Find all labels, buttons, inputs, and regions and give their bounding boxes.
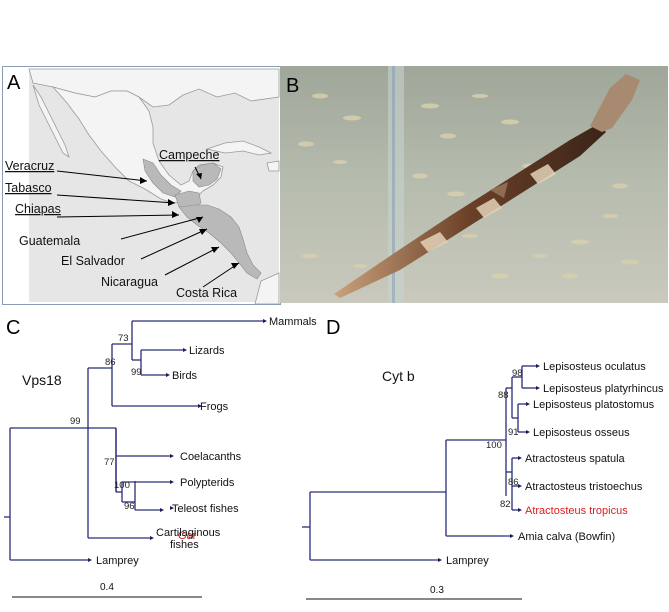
bootstrap-value: 99 [131,367,142,378]
bootstrap-value: 82 [500,499,511,510]
bootstrap-value: 99 [70,416,81,427]
vps18-tree: Mammals Lizards Birds Frogs Coelacanths … [4,316,317,598]
label-veracruz: Veracruz [5,159,54,173]
taxon-mammals: Mammals [269,316,317,328]
label-campeche: Campeche [159,148,219,162]
scale-bar-label: 0.4 [100,582,114,593]
bootstrap-value: 77 [104,457,115,468]
panel-letter-b: B [286,75,300,97]
panel-letter-d: D [326,317,341,339]
arrow-veracruz [56,170,148,182]
label-guatemala: Guatemala [19,234,80,248]
central-america-isthmus [178,204,262,280]
taxon-fishes: fishes [170,539,199,551]
bootstrap-value: 100 [114,480,130,491]
bootstrap-value: 96 [124,501,135,512]
taxon-amia-calva: Amia calva (Bowfin) [518,531,615,543]
vps18-tree-panel: Mammals Lizards Birds Frogs Coelacanths … [0,310,330,607]
gar-fish [334,74,640,298]
label-el-salvador: El Salvador [61,254,125,268]
label-nicaragua: Nicaragua [101,275,158,289]
gene-label-cytb: Cyt b [382,368,415,384]
taxon-polypterids: Polypterids [180,477,235,489]
gene-label-vps18: Vps18 [22,372,62,388]
taxon-lizards: Lizards [189,345,225,357]
arrow-nicaragua [164,246,220,276]
cytb-tree-panel: Lepisosteus oculatus Lepisosteus platyrh… [300,310,669,607]
label-tabasco: Tabasco [5,181,52,195]
taxon-lepisosteus-platostomus: Lepisosteus platostomus [533,399,655,411]
taxon-lepisosteus-osseus: Lepisosteus osseus [533,427,630,439]
bootstrap-value: 91 [508,427,519,438]
cuba-island [205,140,273,156]
arrow-el-salvador [140,228,208,260]
taxon-coelacanths: Coelacanths [180,451,242,463]
panel-letter-c: C [6,317,21,339]
campeche-region [192,162,222,188]
small-fish-school [298,93,639,279]
south-america-land [254,272,280,304]
label-chiapas: Chiapas [15,202,61,216]
bootstrap-value: 100 [486,440,502,451]
mexico-land [51,86,224,204]
taxon-frogs: Frogs [200,401,229,413]
taxon-lepisosteus-platyrhincus: Lepisosteus platyrhincus [543,383,664,395]
arrow-chiapas [56,214,180,218]
taxon-birds: Birds [172,370,198,382]
taxon-lamprey: Lamprey [446,555,489,567]
baja-california [32,84,70,158]
label-costa-rica: Costa Rica [176,286,237,300]
bootstrap-value: 86 [105,357,116,368]
bootstrap-value: 86 [508,477,519,488]
taxon-atractosteus-spatula: Atractosteus spatula [525,453,626,465]
arrow-guatemala [120,216,204,240]
taxon-atractosteus-tropicus: Atractosteus tropicus [525,505,628,517]
hispaniola-island [266,160,280,172]
taxon-gar: Gar [178,530,197,542]
taxon-cartilaginous: Cartilaginous [156,527,221,539]
central-america-map: Veracruz Tabasco Chiapas Campeche Guatem… [3,67,280,304]
arrow-tabasco [56,194,176,204]
taxon-lepisosteus-oculatus: Lepisosteus oculatus [543,361,646,373]
taxon-atractosteus-tristoechus: Atractosteus tristoechus [525,481,643,493]
gar-photo-panel: B [280,66,668,303]
scale-bar-label: 0.3 [430,585,444,596]
cytb-tree: Lepisosteus oculatus Lepisosteus platyrh… [302,361,664,600]
gar-photo [280,66,668,303]
bootstrap-value: 73 [118,333,129,344]
bootstrap-value: 88 [498,390,509,401]
bootstrap-value: 98 [512,368,523,379]
taxon-lamprey: Lamprey [96,555,139,567]
panel-letter-a: A [7,72,21,94]
map-panel: Veracruz Tabasco Chiapas Campeche Guatem… [2,66,281,305]
taxon-teleost-fishes: Teleost fishes [172,503,239,515]
